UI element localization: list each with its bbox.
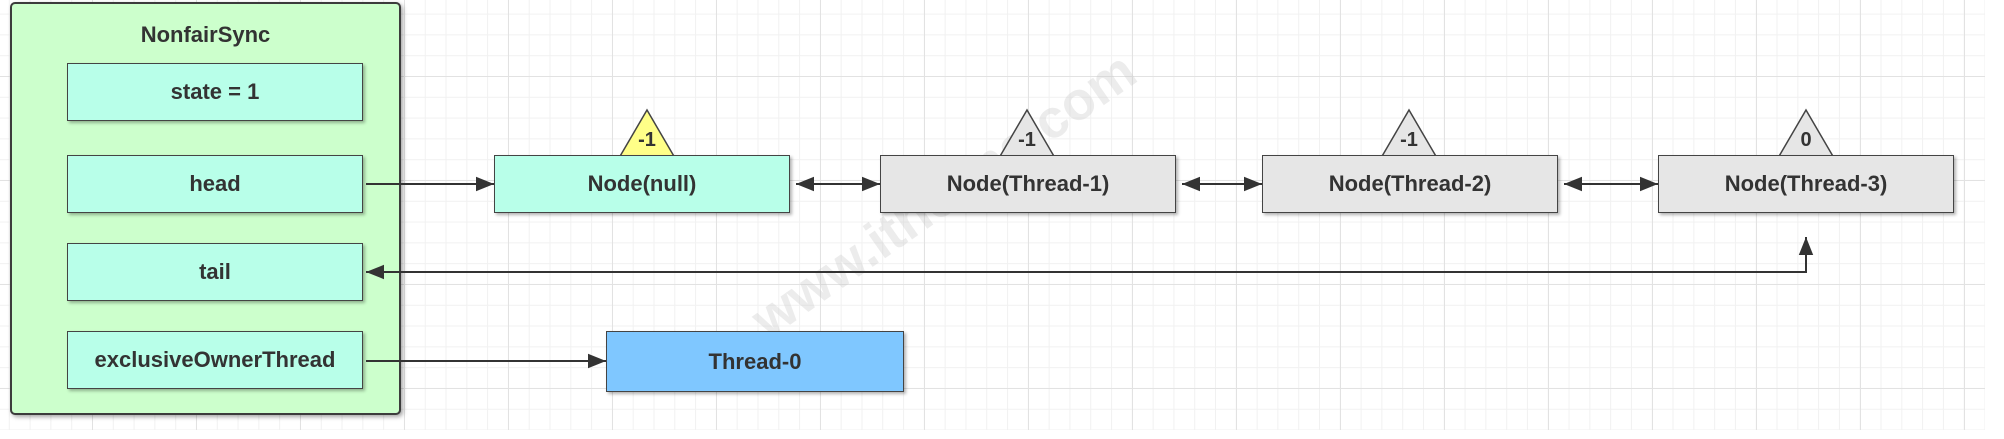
nonfairsync-title: NonfairSync <box>140 22 271 47</box>
node-head[interactable]: Node(null) <box>494 155 790 213</box>
wait-status-value: -1 <box>1018 129 1036 151</box>
wait-status-value: 0 <box>1800 129 1812 151</box>
node-thread-2[interactable]: Node(Thread-2) <box>1262 155 1558 213</box>
node-thread-1[interactable]: Node(Thread-1) <box>880 155 1176 213</box>
wait-status-value: -1 <box>1400 129 1418 151</box>
field-head[interactable]: head <box>67 155 363 213</box>
field-state[interactable]: state = 1 <box>67 63 363 121</box>
owner-thread-box[interactable]: Thread-0 <box>606 331 904 392</box>
node-thread-3[interactable]: Node(Thread-3) <box>1658 155 1954 213</box>
field-exclusive-owner-thread[interactable]: exclusiveOwnerThread <box>67 331 363 389</box>
canvas-edge-bottom <box>0 430 2004 439</box>
wait-status-value: -1 <box>638 129 656 151</box>
field-tail[interactable]: tail <box>67 243 363 301</box>
canvas-edge <box>1985 0 2004 439</box>
wait-status-marker[interactable]: -1 <box>997 108 1057 160</box>
tail-pointer-arrow <box>366 237 1814 280</box>
